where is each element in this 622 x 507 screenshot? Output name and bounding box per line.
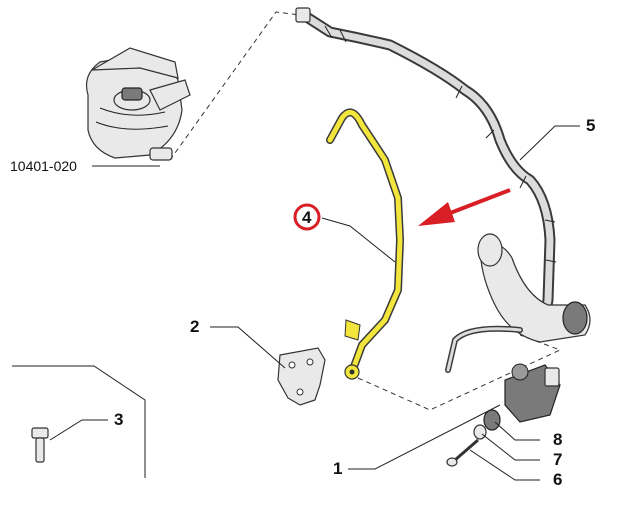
bracket-icon bbox=[277, 347, 326, 406]
pipe-pump-connector bbox=[357, 334, 562, 411]
bolt-icon bbox=[31, 427, 49, 463]
ref-code-label: 10401-020 bbox=[10, 158, 77, 174]
callout-5: 5 bbox=[586, 116, 595, 135]
leader-1 bbox=[348, 404, 501, 470]
callout-2: 2 bbox=[190, 317, 199, 336]
leader-8 bbox=[494, 421, 540, 441]
expansion-tank-icon bbox=[85, 47, 191, 161]
callout-1: 1 bbox=[333, 459, 342, 478]
leader-3 bbox=[49, 419, 108, 441]
sector-line-left bbox=[12, 365, 146, 478]
callout-7: 7 bbox=[553, 450, 562, 469]
coolant-pipe-icon bbox=[326, 108, 404, 380]
corrugated-hose-icon bbox=[295, 7, 557, 336]
highlight-circle bbox=[293, 203, 321, 231]
washer-icon bbox=[473, 424, 487, 440]
leader-6 bbox=[469, 449, 540, 481]
leader-4 bbox=[321, 217, 396, 263]
callout-6: 6 bbox=[553, 470, 562, 489]
callout-3: 3 bbox=[114, 410, 123, 429]
screw-icon bbox=[446, 438, 479, 467]
leader-5 bbox=[519, 125, 580, 161]
pump-outlet-icon bbox=[445, 233, 591, 373]
leader-7 bbox=[481, 433, 540, 461]
electric-pump-icon bbox=[504, 363, 561, 423]
direction-arrow-icon bbox=[418, 188, 511, 226]
callout-4: 4 bbox=[302, 208, 312, 227]
grommet-icon bbox=[483, 409, 501, 431]
tank-hose-connector bbox=[169, 11, 301, 161]
callout-8: 8 bbox=[553, 430, 562, 449]
leader-2 bbox=[210, 326, 286, 369]
